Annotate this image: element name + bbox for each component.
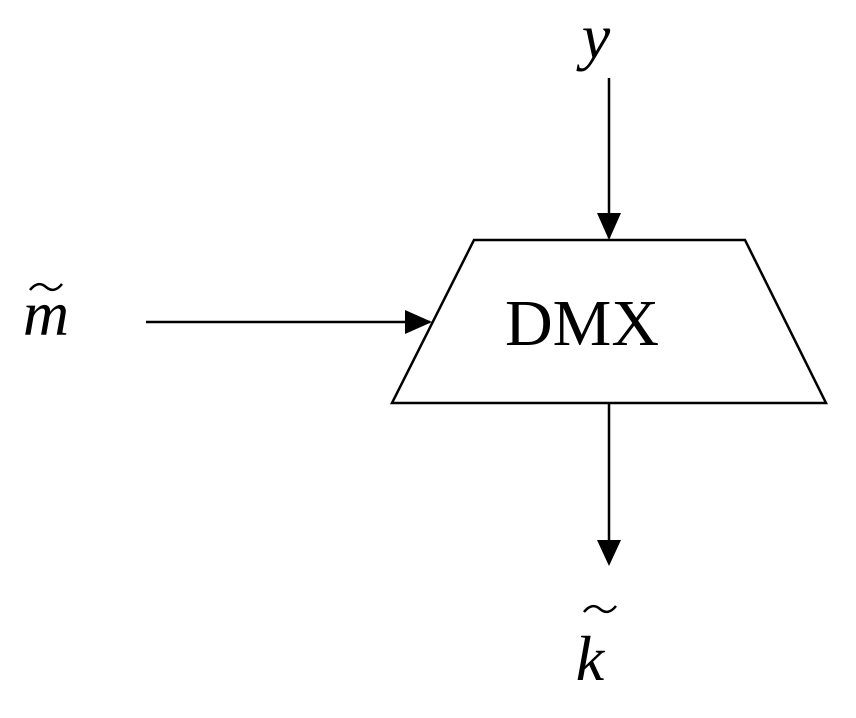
arrowhead-k xyxy=(597,540,621,566)
tilde-k xyxy=(583,604,617,614)
arrowhead-y xyxy=(597,213,621,240)
arrowhead-m xyxy=(405,310,432,334)
input-y-label: y xyxy=(576,1,611,72)
dmx-block xyxy=(389,238,829,405)
dmx-label: DMX xyxy=(505,287,659,360)
tilde-m xyxy=(29,282,63,292)
output-k-label: k xyxy=(576,623,606,694)
